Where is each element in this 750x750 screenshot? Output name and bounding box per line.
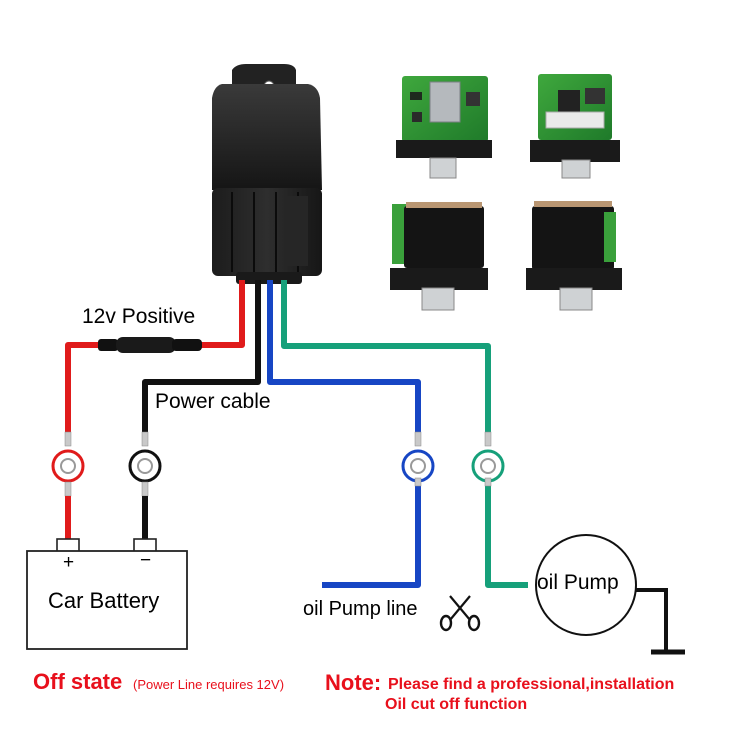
off-state-label: Off state [33,669,123,694]
ring-terminal-icon [128,431,162,543]
battery-minus-label: − [140,550,152,571]
circuit-board-photo [396,76,492,179]
ground-symbol-icon [636,588,685,655]
battery-plus-label: + [63,552,75,573]
circuit-board-photo [530,74,620,179]
blue-wire [267,280,421,588]
ring-terminal-icon [51,431,85,543]
battery-label: Car Battery [48,588,160,613]
ring-terminal-icon [471,431,505,487]
positive-label: 12v Positive [82,305,196,328]
scissors-icon [439,595,481,632]
note-text: Please find a professional,installation [388,676,675,693]
circuit-board-photo [526,201,622,311]
power-cable-label: Power cable [155,390,271,413]
ring-terminal-icon [401,431,435,487]
circuit-board-photo [390,202,488,311]
oil-pump-line-label: oil Pump line [303,598,418,620]
note-title: Note: [325,670,382,695]
green-wire [281,280,528,588]
red-wire [65,280,245,432]
car-battery [26,538,188,650]
note-text-secondary: Oil cut off function [385,696,528,713]
black-wire [142,280,261,432]
oil-pump-label: oil Pump [537,571,619,594]
oil-pump [535,534,637,636]
fuse-icon [98,337,202,353]
relay-device [212,64,322,284]
off-state-note: (Power Line requires 12V) [133,677,285,692]
